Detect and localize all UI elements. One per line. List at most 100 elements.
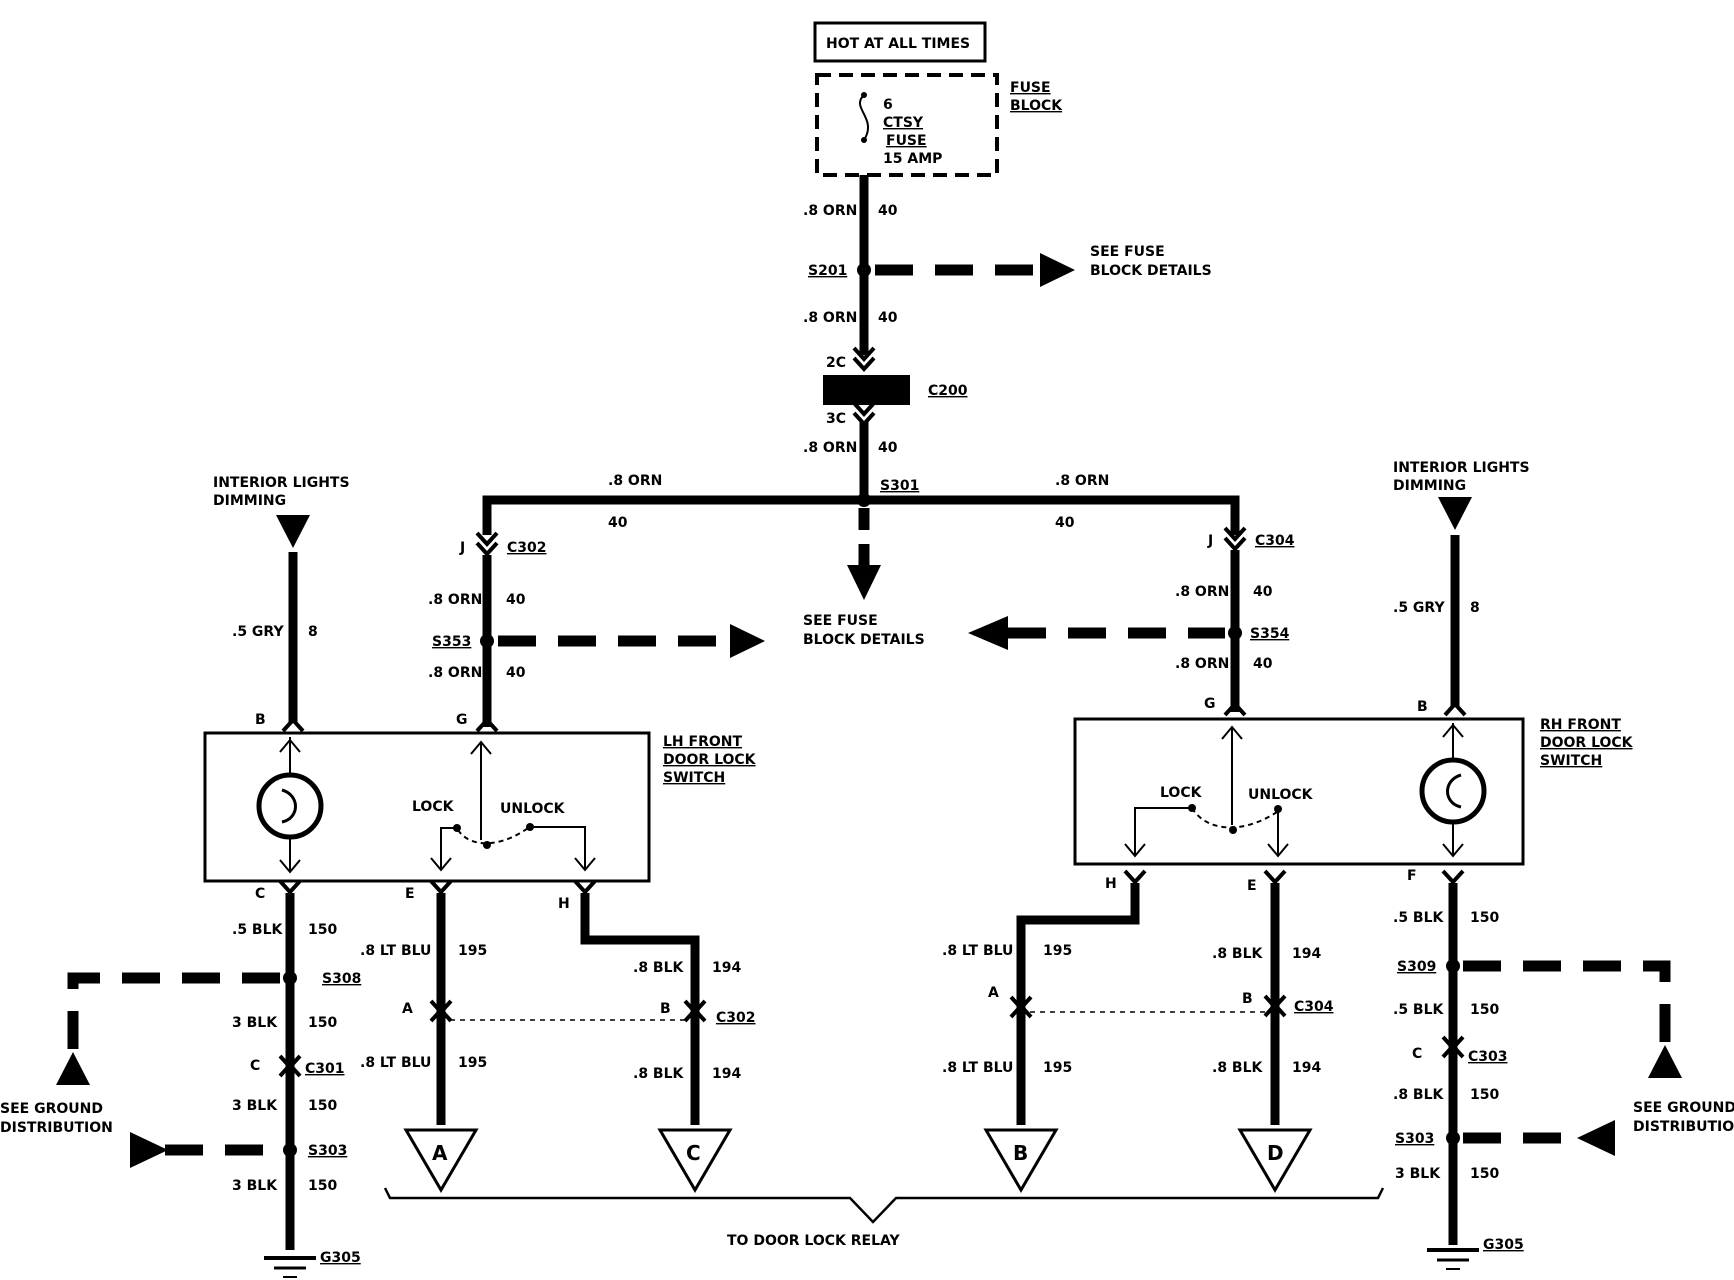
s309-dash	[1463, 960, 1671, 1045]
splice-s308-label: S308	[322, 971, 361, 987]
rh-lamp-arrow-up	[1442, 723, 1464, 738]
feed-circuit-3: 40	[878, 440, 898, 456]
splice-s309-label: S309	[1397, 959, 1436, 975]
lh-switch-label-2: DOOR LOCK	[663, 752, 757, 768]
left-interior-1: INTERIOR LIGHTS	[213, 475, 350, 491]
left-blk-color-1: .8 BLK	[633, 960, 685, 976]
left-ltblu-color-1: .8 LT BLU	[360, 943, 431, 959]
lh-lock-lead	[440, 827, 457, 870]
right-ltblu-color-2: .8 LT BLU	[942, 1060, 1013, 1076]
hot-at-all-times-label: HOT AT ALL TIMES	[826, 36, 970, 52]
left-pin-e: E	[405, 886, 415, 902]
lh-switch-label-3: SWITCH	[663, 770, 725, 786]
left-feed-circuit-2: 40	[506, 665, 526, 681]
terminal-a-icon	[403, 1128, 479, 1193]
left-c301-label: C301	[305, 1061, 345, 1077]
right-blk05-color-2: .5 BLK	[1393, 1002, 1445, 1018]
rh-lock-label: LOCK	[1160, 785, 1203, 801]
lh-lamp-arrow-down	[279, 859, 301, 874]
right-interior-arrow	[1438, 497, 1472, 530]
feed-wire-color-1: .8 ORN	[803, 203, 857, 219]
fuse-block-title: FUSE	[1010, 80, 1051, 96]
left-ltblu-circuit-1: 195	[458, 943, 487, 959]
left-blk-circuit-1: 194	[712, 960, 741, 976]
rh-unlock-label: UNLOCK	[1248, 787, 1314, 803]
right-blk3-circuit: 150	[1470, 1166, 1499, 1182]
left-blk3-color-1: 3 BLK	[232, 1015, 278, 1031]
bus-right-color: .8 ORN	[1055, 473, 1109, 489]
left-c302-top: C302	[507, 540, 547, 556]
fuse-rating: 15 AMP	[883, 151, 942, 167]
right-c304-bottom: C304	[1294, 999, 1334, 1015]
lh-lamp-icon	[256, 772, 324, 840]
see-fuse-top-2: BLOCK DETAILS	[1090, 263, 1212, 279]
left-feed-color-2: .8 ORN	[428, 665, 482, 681]
rh-lamp-arrow-down	[1442, 843, 1464, 858]
left-blk05-circuit: 150	[308, 922, 337, 938]
lh-unlock-arrow	[574, 857, 596, 872]
terminal-c-icon	[657, 1128, 733, 1193]
right-pin-h: H	[1105, 876, 1117, 892]
right-feed-circuit-2: 40	[1253, 656, 1273, 672]
left-interior-2: DIMMING	[213, 493, 286, 509]
right-blk08-circuit: 150	[1470, 1087, 1499, 1103]
right-blk05-circuit-1: 150	[1470, 910, 1499, 926]
splice-s303-right-dot	[1446, 1131, 1460, 1145]
splice-s301-dot	[857, 493, 871, 507]
terminal-d-icon	[1237, 1128, 1313, 1193]
rh-switch-label-2: DOOR LOCK	[1540, 735, 1634, 751]
right-see-ground-2: DISTRIBUTION	[1633, 1119, 1734, 1135]
left-c301-pin: C	[250, 1058, 260, 1074]
feed-wire-color-3: .8 ORN	[803, 440, 857, 456]
terminal-b-icon	[983, 1128, 1059, 1193]
right-ltblu-wire	[1016, 883, 1140, 1125]
s308-dash	[67, 972, 280, 1057]
s354-arrow	[968, 616, 1008, 650]
rh-switch-label-1: RH FRONT	[1540, 717, 1621, 733]
see-fuse-top-1: SEE FUSE	[1090, 244, 1165, 260]
right-c304-pin-b: B	[1242, 991, 1253, 1007]
splice-s303-left-label: S303	[308, 1143, 347, 1159]
left-c302-pin-a: A	[402, 1001, 413, 1017]
splice-s309-dot	[1446, 959, 1460, 973]
splice-s201-label: S201	[808, 263, 847, 279]
left-blk-wire	[580, 893, 700, 1125]
splice-s353-dot	[480, 634, 494, 648]
left-feed-circuit-1: 40	[506, 592, 526, 608]
fuse-number: 6	[883, 97, 893, 113]
right-interior-1: INTERIOR LIGHTS	[1393, 460, 1530, 476]
fuse-name-2: FUSE	[886, 133, 927, 149]
left-pin-g: G	[456, 712, 468, 728]
lh-switch-common-arrow	[470, 740, 492, 755]
left-see-ground-1: SEE GROUND	[0, 1101, 103, 1117]
fuse-terminal-top	[861, 92, 867, 98]
terminal-d-label: D	[1267, 1141, 1284, 1165]
left-blk-circuit-2: 194	[712, 1066, 741, 1082]
right-pin-g: G	[1204, 696, 1216, 712]
left-blk3-circuit-2: 150	[308, 1098, 337, 1114]
right-gry-circuit: 8	[1470, 600, 1480, 616]
rh-switch-label-3: SWITCH	[1540, 753, 1602, 769]
right-blk05-color-1: .5 BLK	[1393, 910, 1445, 926]
splice-s308-dot	[283, 971, 297, 985]
left-pin-h: H	[558, 896, 570, 912]
terminal-a-label: A	[432, 1141, 448, 1165]
right-blk3-color: 3 BLK	[1395, 1166, 1441, 1182]
left-s303-arrow	[130, 1132, 168, 1168]
right-interior-2: DIMMING	[1393, 478, 1466, 494]
right-feed-circuit-1: 40	[1253, 584, 1273, 600]
right-pin-e: E	[1247, 878, 1257, 894]
splice-s303-right-label: S303	[1395, 1131, 1434, 1147]
right-g305-label: G305	[1483, 1237, 1524, 1253]
right-pin-b: B	[1417, 699, 1428, 715]
s353-arrow	[730, 624, 765, 658]
left-blk3-color-3: 3 BLK	[232, 1178, 278, 1194]
right-blk-circuit-2: 194	[1292, 1060, 1321, 1076]
fuse-block-outline	[815, 73, 999, 177]
splice-s201-dot	[857, 263, 871, 277]
rh-switch-common-arrow	[1221, 725, 1243, 740]
feed-circuit-1: 40	[878, 203, 898, 219]
connector-c200-label: C200	[928, 383, 968, 399]
left-blk3-circuit-1: 150	[308, 1015, 337, 1031]
bus-right-circuit: 40	[1055, 515, 1075, 531]
